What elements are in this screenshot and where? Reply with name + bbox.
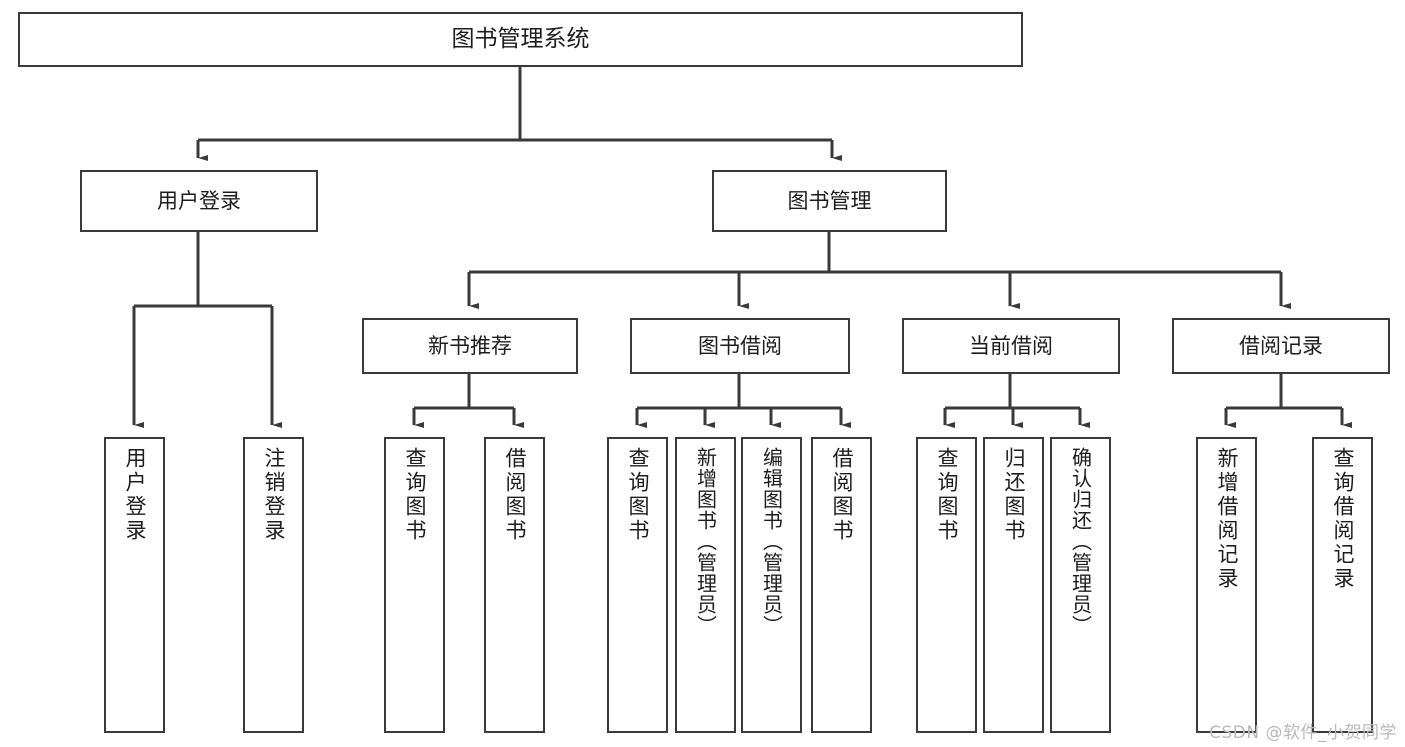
node-new-book-recommend[interactable]: 新书推荐 [362, 318, 578, 374]
csdn-watermark: CSDN @软件_小贺同学 [1209, 723, 1397, 743]
node-borrow-record[interactable]: 借阅记录 [1172, 318, 1390, 374]
node-label: 查询借阅记录 [1331, 447, 1355, 591]
node-book-management[interactable]: 图书管理 [712, 170, 947, 232]
leaf-borrow-record-add-record[interactable]: 新增借阅记录 [1196, 437, 1257, 733]
node-label: 查询图书 [403, 447, 427, 543]
node-root-book-management-system[interactable]: 图书管理系统 [18, 12, 1023, 67]
node-label: 查询图书 [935, 447, 959, 543]
leaf-book-borrow-edit-book-admin[interactable]: 编辑图书（管理员） [741, 437, 802, 733]
node-label: 借阅图书 [830, 447, 854, 543]
node-current-borrow[interactable]: 当前借阅 [902, 318, 1120, 374]
leaf-borrow-record-query-record[interactable]: 查询借阅记录 [1312, 437, 1373, 733]
node-label: 新增借阅记录 [1215, 447, 1239, 591]
leaf-current-borrow-confirm-return-admin[interactable]: 确认归还（管理员） [1050, 437, 1111, 733]
leaf-current-borrow-query-book[interactable]: 查询图书 [916, 437, 977, 733]
leaf-new-book-query-book[interactable]: 查询图书 [384, 437, 445, 733]
node-label: 查询图书 [626, 447, 650, 543]
node-label: 借阅图书 [503, 447, 527, 543]
node-user-login[interactable]: 用户登录 [80, 170, 318, 232]
leaf-book-borrow-borrow-book[interactable]: 借阅图书 [811, 437, 872, 733]
node-label: 用户登录 [123, 447, 147, 543]
leaf-new-book-borrow-book[interactable]: 借阅图书 [484, 437, 545, 733]
node-label: 确认归还（管理员） [1068, 447, 1093, 636]
node-label: 新书推荐 [428, 333, 512, 358]
node-label: 注销登录 [262, 447, 286, 543]
leaf-book-borrow-add-book-admin[interactable]: 新增图书（管理员） [675, 437, 736, 733]
node-label: 编辑图书（管理员） [759, 447, 784, 636]
node-label: 当前借阅 [969, 333, 1053, 358]
node-label: 图书管理 [787, 188, 872, 213]
node-label: 归还图书 [1002, 447, 1026, 543]
node-label: 借阅记录 [1239, 333, 1323, 358]
node-label: 用户登录 [157, 188, 241, 213]
leaf-current-borrow-return-book[interactable]: 归还图书 [983, 437, 1044, 733]
leaf-user-login-logout[interactable]: 注销登录 [243, 437, 304, 733]
leaf-book-borrow-query-book[interactable]: 查询图书 [607, 437, 668, 733]
node-label: 图书管理系统 [451, 25, 590, 52]
node-book-borrow[interactable]: 图书借阅 [630, 318, 850, 374]
node-label: 新增图书（管理员） [693, 447, 718, 636]
leaf-user-login-login[interactable]: 用户登录 [104, 437, 165, 733]
node-label: 图书借阅 [698, 333, 782, 358]
